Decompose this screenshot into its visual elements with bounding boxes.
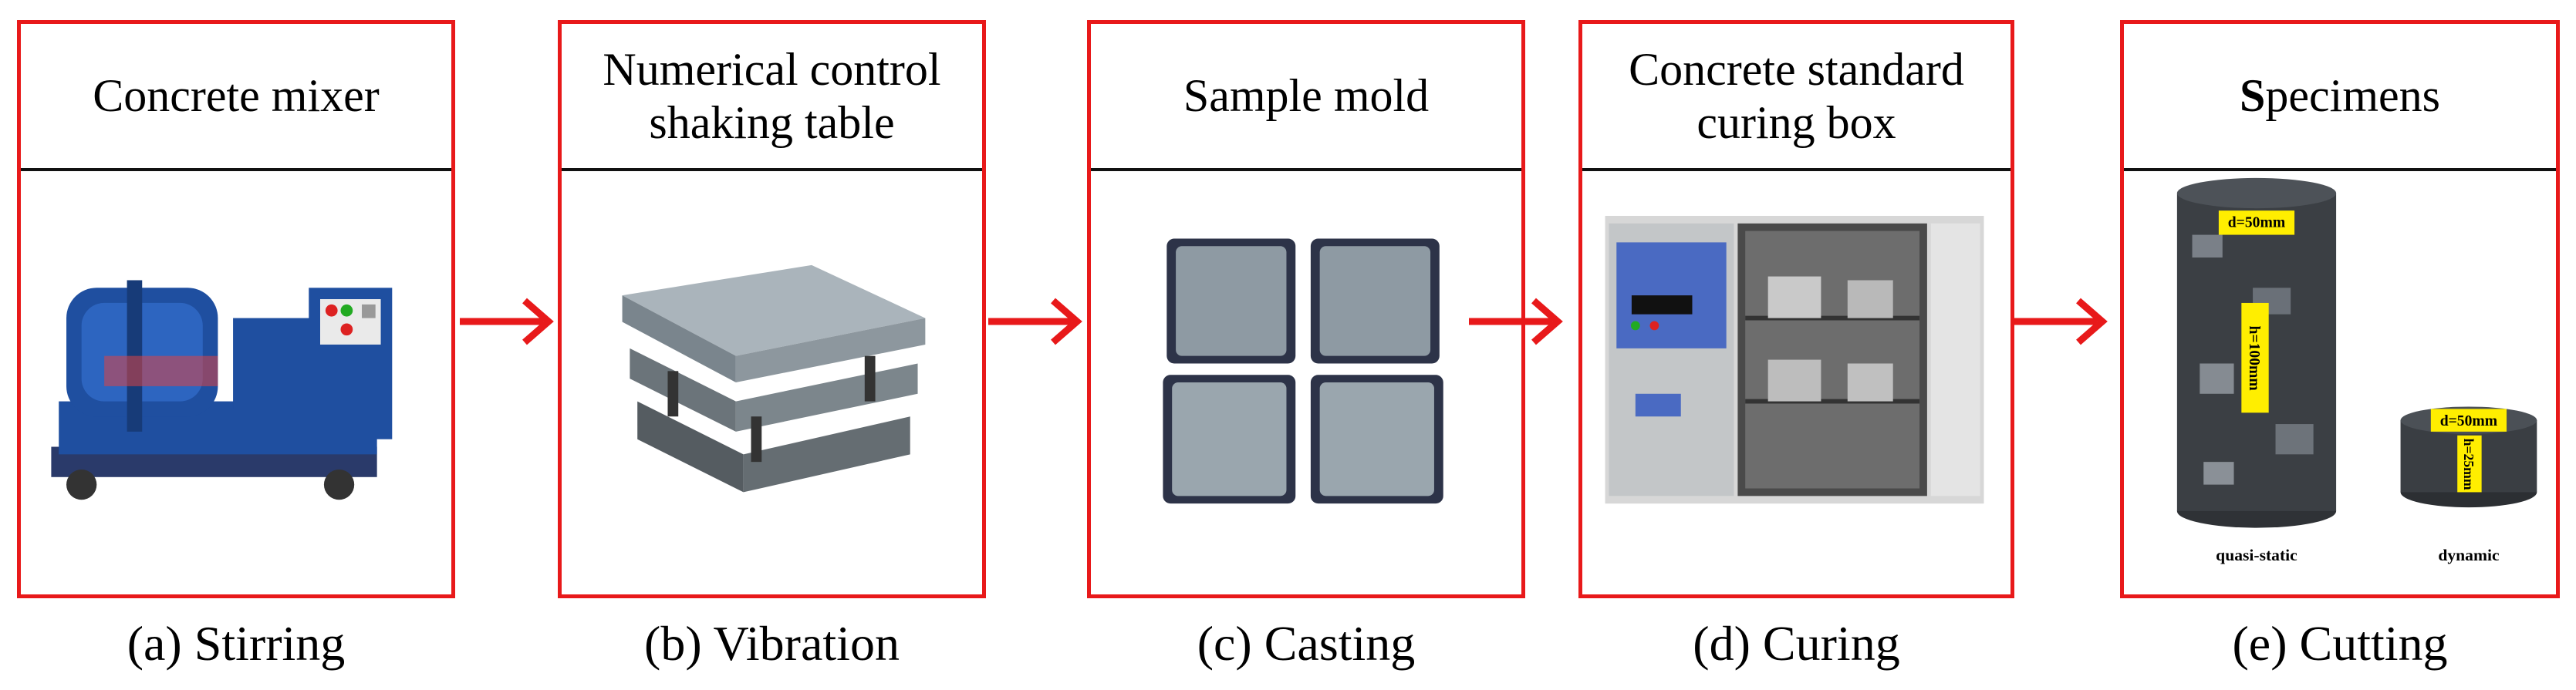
panel-title: Specimens (2124, 24, 2556, 171)
specimens-photo: d=50mm h=100mm d=50mm h=25mm quasi-stati… (2124, 174, 2556, 594)
title-line-1: Concrete standard (1629, 43, 1964, 95)
small-height-label: h=25mm (2461, 439, 2476, 490)
sample-mold-illustration (1163, 238, 1443, 504)
mixer-photo (21, 174, 451, 594)
title-initial: S (2240, 70, 2266, 121)
caption-cutting: (e) Cutting (2232, 616, 2448, 671)
caption-stirring: (a) Stirring (127, 616, 346, 671)
specimens-illustration: d=50mm h=100mm d=50mm h=25mm quasi-stati… (2176, 177, 2537, 564)
shaking-table-illustration (622, 264, 926, 493)
curing-box-photo (1582, 174, 2010, 594)
title-rest: pecimens (2265, 70, 2440, 121)
curing-box-illustration (1605, 216, 1984, 504)
sample-mold-photo (1091, 174, 1521, 594)
shaking-table-photo (562, 174, 982, 594)
title-line-2: curing box (1697, 96, 1896, 148)
small-diameter-label: d=50mm (2440, 413, 2498, 429)
panel-concrete-mixer: Concrete mixer (17, 20, 455, 598)
caption-casting: (c) Casting (1197, 616, 1416, 671)
arrow-4 (2014, 295, 2110, 348)
quasi-static-label: quasi-static (2216, 546, 2297, 564)
panel-title: Concrete mixer (21, 24, 451, 171)
panel-title: Sample mold (1091, 24, 1521, 171)
arrow-1 (460, 295, 556, 348)
large-height-label: h=100mm (2246, 326, 2262, 392)
title-text: Sample mold (1183, 70, 1430, 121)
panel-specimens: Specimens d=50mm h=100mm d=50mm h=25mm q… (2120, 20, 2560, 598)
mixer-illustration (51, 280, 393, 500)
caption-curing: (d) Curing (1693, 616, 1900, 671)
arrow-2 (988, 295, 1085, 348)
title-text: Concrete mixer (93, 70, 380, 121)
caption-vibration: (b) Vibration (644, 616, 900, 671)
title-line-2: shaking table (649, 96, 895, 148)
large-diameter-label: d=50mm (2228, 215, 2286, 231)
title-text: Specimens (2240, 69, 2440, 123)
title-line-1: Numerical control (603, 43, 941, 95)
dynamic-label: dynamic (2438, 546, 2500, 564)
panel-sample-mold: Sample mold (1087, 20, 1525, 598)
arrow-3 (1469, 295, 1565, 348)
